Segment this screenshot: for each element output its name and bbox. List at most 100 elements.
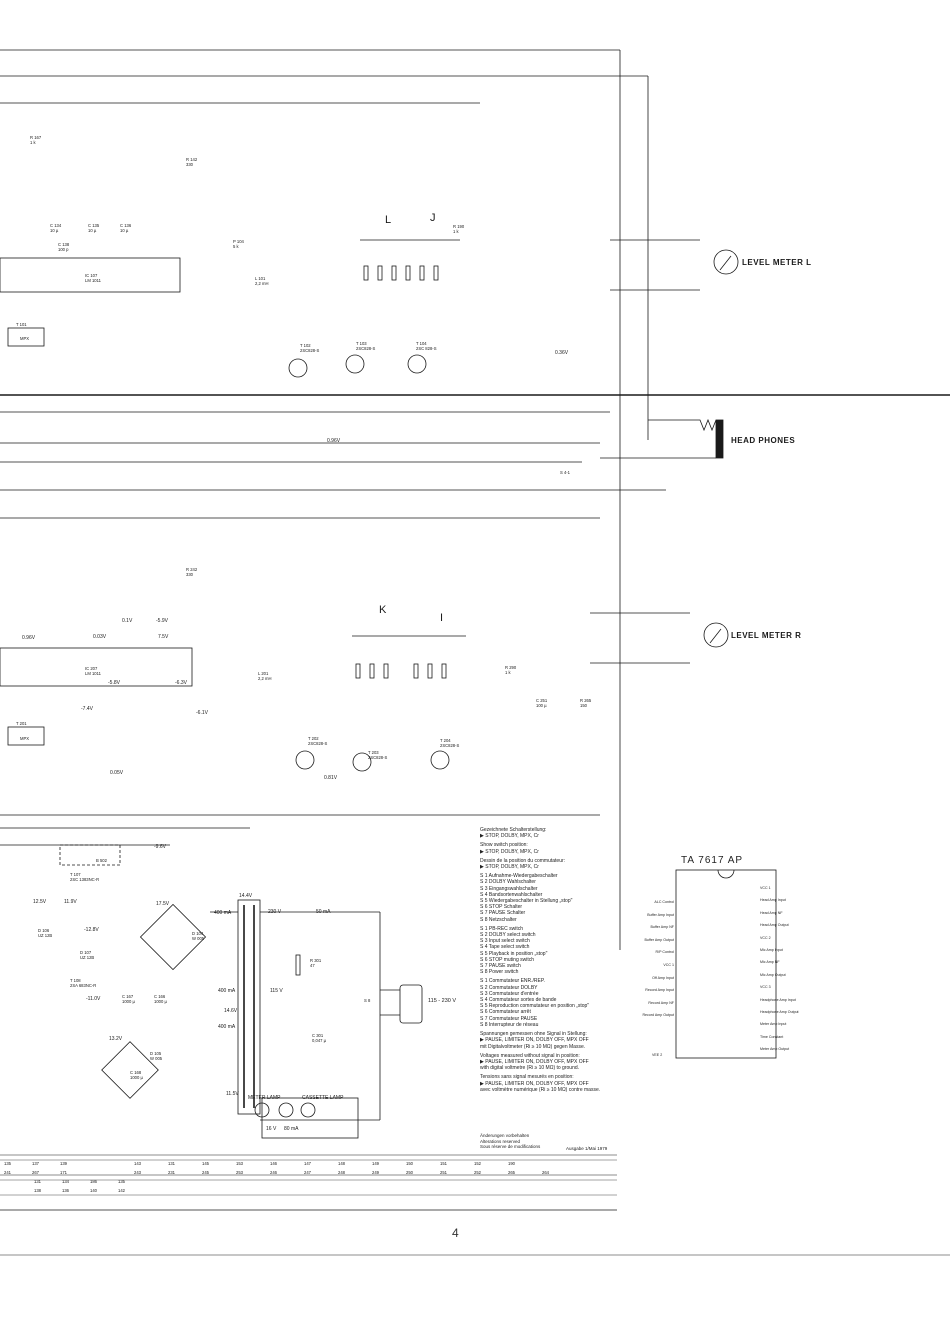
component-label: T 101 [16,322,27,327]
ic-pin-label: VCC 1 [760,886,771,890]
arrow-icon: ▶ [480,864,484,871]
note-line: Voltages measured without signal in posi… [480,1052,580,1059]
level-meter-r-label: LEVEL METER R [731,631,801,640]
note-line: ▶ STOP, DOLBY, MPX, Cr [480,833,650,839]
component-label: MPX [20,336,29,341]
ic-pin-label: VCC 1 [663,962,674,967]
switch-list-fr: S 1 Commutateur ENR./REP.S 2 Commutateur… [480,978,650,1028]
legend-number: 245 [202,1170,210,1175]
component-label: MPX [20,736,29,741]
ic-pin-label: Headphone Amp Input [760,997,796,1002]
note-value: PAUSE, LIMITER ON, DOLBY OFF, MPX OFF [485,1058,589,1065]
current-label: 80 mA [284,1126,299,1132]
arrow-icon: ▶ [480,1080,484,1087]
component-label: S 4-1 [560,470,571,475]
ic-pin-label: Record Amp Output [642,1013,674,1018]
voltage-label: 7.5V [158,634,169,640]
note-line: Tensions sans signal mesurés en position… [480,1074,574,1081]
meter-lamp-label: METER LAMP [248,1095,281,1101]
note-value: STOP, DOLBY, MPX, Cr [485,833,539,840]
switch-item: S 8 Netzschalter [480,916,517,923]
arrow-icon: ▶ [480,833,484,840]
note-line: Spannungen gemessen ohne Signal in Stell… [480,1031,587,1038]
edition-note: Ausgabe 1/Mai 1979 [566,1146,608,1151]
legend-number: 248 [338,1170,346,1175]
legend-number: 142 [118,1188,126,1193]
legend-number: 253 [236,1170,244,1175]
ic-pin-label: Meter Amp Input [760,1022,787,1027]
switch-item: S 7 PAUSE Schalter [480,910,526,917]
switch-item: S 1 Commutateur ENR./REP. [480,978,545,985]
switch-item: S 8 Power switch [480,969,519,976]
voltage-label: 12.5V [33,899,47,905]
ic-pin-label: Head Amp NF [760,910,783,915]
note-line: with digital voltmetre (Ri ≥ 10 MΩ) to g… [480,1065,580,1072]
legend-number: 134 [62,1179,70,1184]
note-value: PAUSE, LIMITER ON, DOLBY OFF, MPX OFF [485,1037,589,1044]
voltage-label: -11.0V [86,996,101,1002]
tap-label-l: L [385,214,391,226]
note-line: ▶ STOP, DOLBY, MPX, Cr [480,849,650,855]
switch-item: S 6 Commutateur arrêt [480,1009,531,1016]
voltage-label: -6.3V [175,680,188,686]
arrow-icon: ▶ [480,1058,484,1065]
legend-number: 153 [236,1161,244,1166]
current-label: 400 mA [218,988,236,994]
legend-number: 265 [508,1170,516,1175]
legend-number: 241 [4,1170,12,1175]
voltage-label: 0.36V [555,350,569,356]
switch-item: S 6 STOP muting switch [480,956,535,963]
note-value: PAUSE, LIMITER ON, DOLBY OFF, MPX OFF [485,1080,589,1087]
voltage-label: 0.81V [324,775,338,781]
voltage-label: 14.6V [224,1008,238,1014]
legend-number: 148 [338,1161,346,1166]
switch-item: S 3 Input select switch [480,938,530,945]
note-line: ▶ PAUSE, LIMITER ON, DOLBY OFF, MPX OFF [480,1037,650,1043]
legend-number: 149 [372,1161,380,1166]
mains-voltage-label: 115 - 230 V [428,998,456,1004]
voltage-label: 0.05V [110,770,124,776]
legend-number: 139 [60,1161,68,1166]
switch-item: S 2 Commutateur DOLBY [480,984,538,991]
ic-pin-label: Buffer Amp Output [644,937,675,942]
ic-pin-label: Mic Amp Output [760,972,786,977]
ic-pin-label: Mic Amp NF [760,960,780,965]
ic-pin-label: Buffer Amp Input [647,912,674,917]
voltage-label: -9.6V [154,844,167,850]
switch-item: S 3 Commutateur d'entrée [480,990,539,997]
switch-item: S 5 Reproduction commutateur en position… [480,1003,590,1010]
note-value: STOP, DOLBY, MPX, Cr [485,848,539,855]
note-line: Dessin de la position du commutateur: [480,857,566,864]
ic-pin-label: Head Amp Input [760,898,786,903]
switch-item: S 8 Interrupteur de réseau [480,1021,539,1028]
component-label: S 8 [364,998,371,1003]
changes-note: Änderungen vorbehalten Alterations reser… [480,1133,541,1149]
switch-item: S 5 Wiedergabeschalter in Stellung „stop… [480,898,573,905]
switch-item: S 3 Eingangswahlschalter [480,885,538,892]
arrow-icon: ▶ [480,848,484,855]
component-label: T 201 [16,721,27,726]
legend-number: 135 [4,1161,12,1166]
legend-number: 246 [270,1170,278,1175]
voltage-label: 16 V [266,1126,277,1132]
